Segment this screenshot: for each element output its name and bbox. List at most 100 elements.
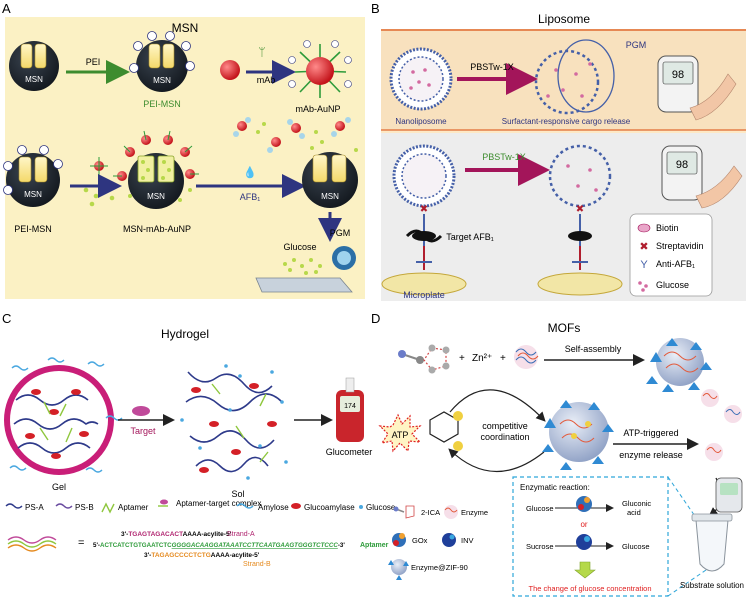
- box-glucose: Glucose: [526, 504, 554, 513]
- msn-label: MSN: [25, 75, 43, 84]
- aptamer-icon: [101, 502, 115, 514]
- coordination-label: coordination: [480, 432, 529, 442]
- box-title: Enzymatic reaction:: [520, 483, 590, 492]
- test-strip-tray: [255, 277, 353, 293]
- strand-b-rest: AAAA-acylite-5': [211, 552, 260, 559]
- pbstw-label-bottom: PBSTw-1X: [482, 152, 526, 162]
- legend-aptamer: Aptamer: [118, 503, 149, 512]
- msn-mab-aunp-label: MSN-mAb-AuNP: [123, 224, 191, 234]
- glucometer-c: 174: [336, 377, 364, 442]
- glucose-icon-b: [638, 281, 648, 292]
- panel-letter-a: A: [2, 1, 11, 16]
- liposome-assay-left: ✖: [381, 144, 467, 296]
- aptamer-sequence: 5'-ACTCATCTGTGAATCTCGGGGACAAGGATAAATCCTT…: [93, 542, 345, 549]
- enzyme-release-label: enzyme release: [619, 450, 683, 460]
- box-sucrose: Sucrose: [526, 542, 554, 551]
- glucometer-label: Glucometer: [326, 447, 373, 457]
- glucometer-bottom: 98: [661, 145, 743, 209]
- legend-amylose: Amylose: [258, 503, 289, 512]
- box-gluconic-2: acid: [627, 508, 641, 517]
- pgm-meter-icon: [332, 246, 356, 270]
- aunp-sphere: [220, 60, 240, 80]
- negative-charges: [288, 40, 352, 88]
- aptamer-green-italic: GGGGACAAGGATAAATCCTTCAATGAAGTGGGTCTCCC: [172, 542, 339, 549]
- panel-c-legend: PS-A PS-B Aptamer Aptamer-target complex…: [5, 499, 396, 514]
- panel-letter-d: D: [371, 311, 380, 326]
- gel-sphere: [4, 365, 114, 475]
- msn-released-particle: MSN: [233, 117, 358, 208]
- mab-icon-label: ᛘ: [258, 45, 265, 59]
- meter-reading: 98: [672, 69, 684, 81]
- substrate-tube: [691, 513, 733, 572]
- glucose-deposit: [283, 258, 322, 275]
- positive-charges: [129, 31, 195, 73]
- strand-b-prefix: 3'-: [144, 552, 151, 559]
- enzyme-zif90-icon: [388, 559, 409, 580]
- legend-glucoamylase: Glucoamylase: [304, 503, 355, 512]
- box-or: or: [580, 520, 587, 529]
- enzyme-legend-icon: [444, 505, 458, 519]
- microplate-label: Microplate: [403, 290, 445, 300]
- aptamer-suffix: -3': [338, 542, 346, 549]
- meter-reading: 98: [676, 159, 688, 171]
- change-label: The change of glucose concentration: [529, 584, 652, 593]
- enzyme-zif90-middle: [542, 400, 614, 470]
- afb1-drop-icon: 💧: [243, 166, 257, 179]
- strand-a-rest: AAAA-acylite-5': [183, 531, 232, 538]
- enzyme-icon-top: [514, 345, 539, 369]
- hybrid-icon: [7, 536, 57, 552]
- target-afb1-label: Target AFB₁: [446, 232, 494, 242]
- box-connector-top: [667, 476, 711, 539]
- msn-mab-aunp-particle: MSN: [113, 130, 199, 209]
- plus-1: +: [459, 353, 465, 364]
- legend-ps-a: PS-A: [25, 503, 44, 512]
- glucose-icon-c: [359, 505, 363, 509]
- panel-a-title: MSN: [172, 21, 199, 35]
- strand-a-sequence: 3'-TGAGTAGACACTAAAA-acylite-5': [121, 531, 232, 538]
- legend-enzyme-zif90: Enzyme@ZIF-90: [411, 563, 468, 572]
- sol-network: [180, 364, 288, 480]
- release-label: Surfactant-responsive cargo release: [502, 117, 631, 126]
- legend-ps-b: PS-B: [75, 503, 94, 512]
- legend-gox: GOx: [412, 536, 428, 545]
- svg-text:✖: ✖: [576, 204, 584, 215]
- nanoliposome: [389, 47, 453, 111]
- panel-a: A MSN MSN PEI MSN PEI-MSN ᛘ mAb: [2, 1, 365, 299]
- glucometer-d: [715, 477, 743, 513]
- enzyme-zif90-top: [646, 338, 712, 392]
- competitive-label: competitive: [482, 421, 528, 431]
- msn-label: MSN: [321, 192, 339, 201]
- panel-d-legend: 2-ICA Enzyme GOx INV Enzyme@ZIF-90: [388, 505, 488, 580]
- target-molecule-icon: [132, 406, 150, 416]
- box-gluconic-1: Gluconic: [622, 499, 651, 508]
- nanoliposome-label: Nanoliposome: [395, 117, 447, 126]
- 2-ica-molecule: [398, 344, 450, 374]
- coordination-arc-bottom: [448, 448, 545, 473]
- panel-b-legend: Biotin ✖ Streptavidin Y Anti-AFB₁ Glucos…: [629, 213, 713, 297]
- strand-b-name: Strand-B: [243, 561, 271, 568]
- pgm-label-b: PGM: [626, 40, 647, 50]
- plus-2: +: [500, 353, 506, 364]
- ruptured-liposome: [534, 39, 615, 115]
- legend-anti-afb1: Anti-AFB₁: [656, 259, 695, 269]
- equals-sign: =: [78, 537, 84, 549]
- afb1-label: AFB₁: [240, 192, 261, 202]
- change-down-arrow: [574, 561, 596, 579]
- pei-msn-label: PEI-MSN: [14, 224, 52, 234]
- panel-c-title: Hydrogel: [161, 327, 209, 341]
- substrate-label: Substrate solution: [680, 581, 744, 590]
- sol-label: Sol: [231, 489, 244, 499]
- panel-d: D MOFs + Zn²⁺ + Self-assembly ATP: [371, 311, 744, 597]
- msn-particle-top: MSN: [9, 41, 59, 91]
- msn-label: MSN: [24, 190, 42, 199]
- mab-label: mAb: [257, 75, 276, 85]
- mab-aunp-label: mAb-AuNP: [295, 104, 340, 114]
- atp-zn-binding: [429, 411, 463, 451]
- box-glucose-2: Glucose: [622, 542, 650, 551]
- glucose-label-a: Glucose: [283, 242, 316, 252]
- ps-b-icon: [55, 503, 73, 509]
- legend-aptamer-target: Aptamer-target complex: [176, 499, 261, 508]
- atp-triggered-label: ATP-triggered: [623, 428, 678, 438]
- legend-streptavidin: Streptavidin: [656, 241, 704, 251]
- gox-enzyme-box: [576, 496, 592, 512]
